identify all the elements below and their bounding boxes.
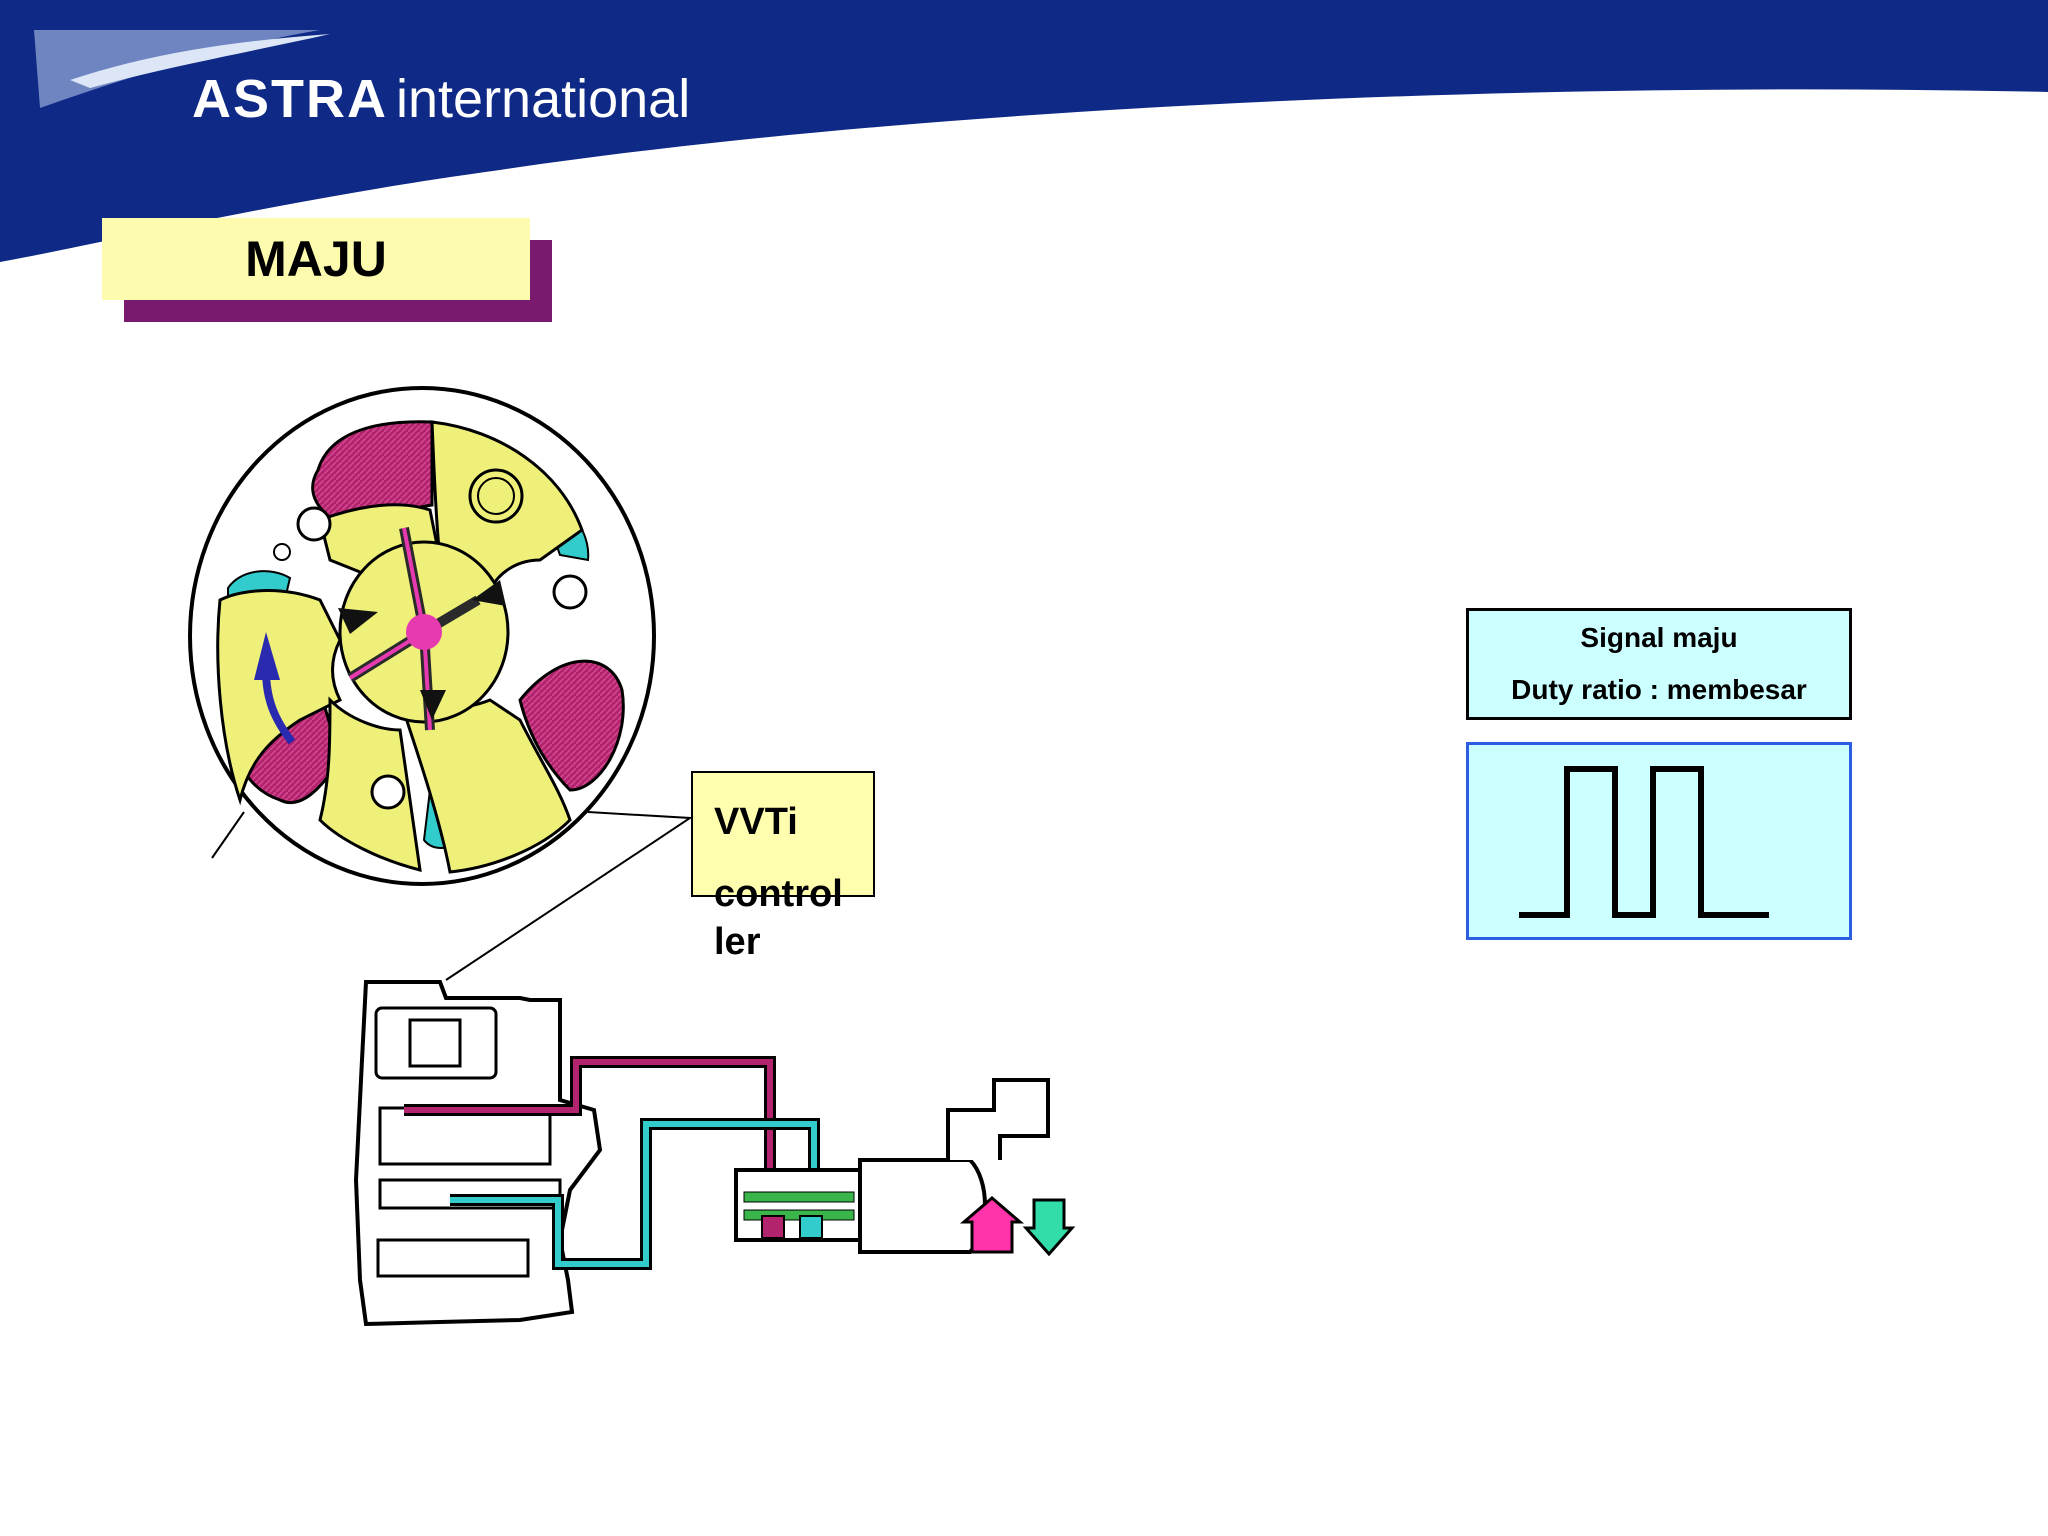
brand-bold: ASTRA — [192, 69, 388, 129]
header-banner — [0, 0, 2048, 262]
duty-waveform — [1519, 766, 1769, 918]
callout-line-3: ler — [714, 921, 761, 963]
rotation-arrow-icon — [254, 632, 296, 745]
logo-swoosh-front — [70, 34, 330, 88]
vvti-rotor — [188, 386, 656, 886]
duty-wave-box — [1466, 742, 1852, 940]
callout-line-2: control — [714, 873, 843, 915]
oil-control-valve — [353, 980, 1050, 1327]
callout-label: VVTi control ler — [714, 798, 894, 966]
callout-box — [691, 771, 875, 897]
callout-leader-line — [445, 811, 694, 981]
slide-title: MAJU — [102, 218, 530, 300]
oil-down-arrow-icon — [1022, 1198, 1076, 1257]
logo-swoosh-back — [34, 30, 320, 108]
signal-line-1: Signal maju — [1580, 622, 1738, 653]
callout-line-1: VVTi — [714, 801, 798, 843]
brand-light: international — [396, 69, 691, 129]
oil-up-arrow-icon — [959, 1196, 1025, 1254]
rotor-leader-line — [211, 811, 245, 859]
signal-line-2: Duty ratio : membesar — [1511, 674, 1807, 705]
signal-info-box: Signal maju Duty ratio : membesar — [1466, 608, 1852, 720]
